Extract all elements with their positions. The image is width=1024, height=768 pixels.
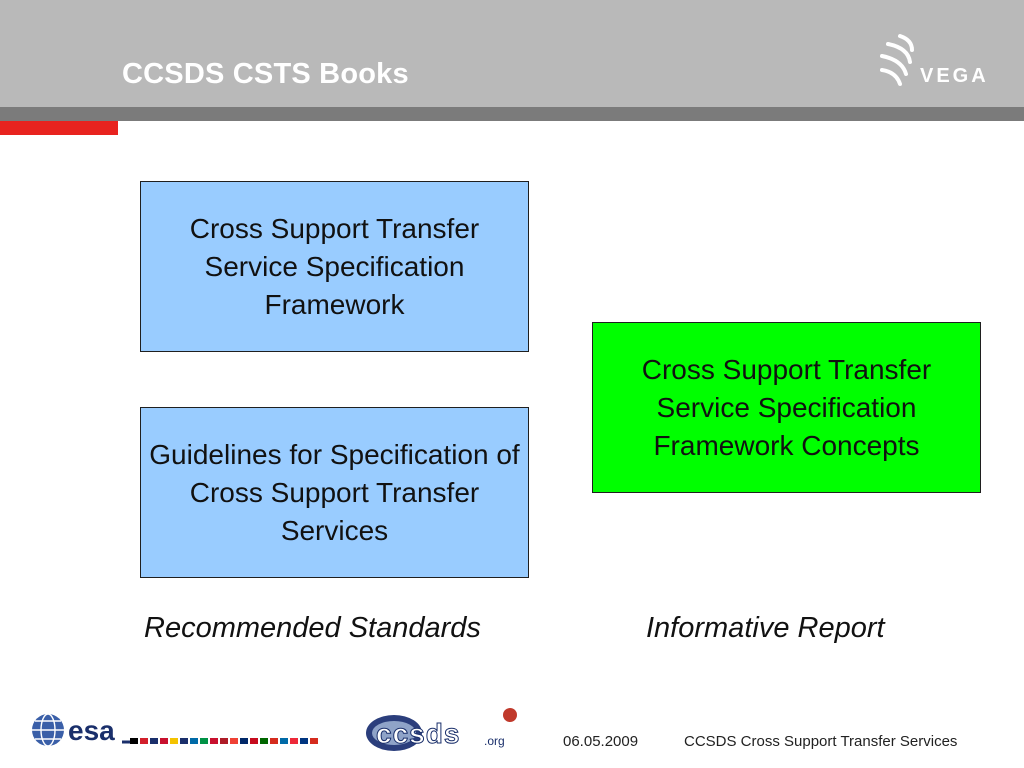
ccsds-dot-icon: [503, 708, 517, 722]
ccsds-logo-suffix: .org: [484, 734, 505, 748]
vega-logo-text: VEGA: [920, 65, 989, 87]
esa-logo-text: esa: [68, 715, 115, 746]
concepts-box-text: Cross Support Transfer Service Specifica…: [641, 353, 932, 461]
caption-recommended-standards: Recommended Standards: [144, 612, 481, 644]
framework-box: Cross Support Transfer Service Specifica…: [140, 181, 529, 352]
header-stripe: [0, 107, 1024, 121]
vega-logo: VEGA: [880, 34, 989, 87]
caption-informative-report: Informative Report: [646, 612, 885, 644]
accent-red-tab: [0, 121, 118, 135]
ccsds-logo-text: ccsds: [376, 718, 460, 749]
member-flags-strip: [130, 738, 318, 744]
ccsds-logo: ccsds .org: [366, 708, 517, 751]
slide-title: CCSDS CSTS Books: [122, 58, 409, 90]
footer-title: CCSDS Cross Support Transfer Services: [684, 733, 958, 750]
framework-box-text: Cross Support Transfer Service Specifica…: [189, 212, 480, 320]
concepts-box: Cross Support Transfer Service Specifica…: [592, 322, 981, 493]
header-band: [0, 0, 1024, 107]
guidelines-box-text: Guidelines for Specification of Cross Su…: [149, 438, 520, 546]
footer-date: 06.05.2009: [563, 733, 639, 750]
guidelines-box: Guidelines for Specification of Cross Su…: [140, 407, 529, 578]
esa-logo: esa: [32, 713, 318, 747]
